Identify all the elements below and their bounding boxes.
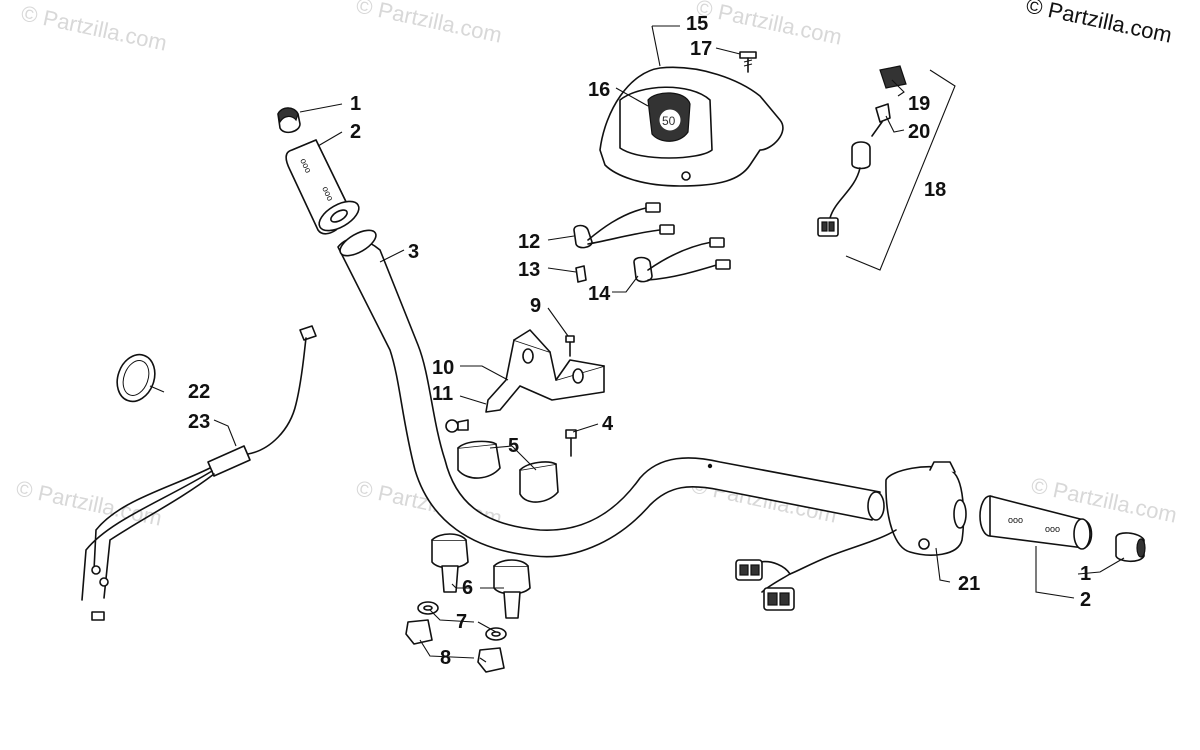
nut-left[interactable] — [405, 619, 433, 645]
callout-3: 3 — [408, 241, 419, 263]
leader-lines — [149, 25, 1125, 663]
callout-labels: 1 2 3 4 5 6 7 8 9 10 11 12 13 14 15 17 1… — [188, 13, 1091, 669]
callout-23: 23 — [188, 411, 210, 433]
riser-right[interactable] — [493, 559, 531, 619]
callout-17: 17 — [690, 38, 712, 60]
callout-20: 20 — [908, 121, 930, 143]
callout-22: 22 — [188, 381, 210, 403]
copyright-text: © Partzilla.com — [1024, 0, 1174, 48]
right-switch-housing[interactable] — [735, 461, 967, 611]
callout-2-right: 2 — [1080, 589, 1091, 611]
callout-10: 10 — [432, 357, 454, 379]
washer-left[interactable] — [417, 601, 439, 615]
svg-text:50: 50 — [662, 114, 676, 128]
callout-1-right: 1 — [1080, 563, 1091, 585]
callout-6: 6 — [462, 577, 473, 599]
clamp-bolt[interactable] — [565, 429, 577, 457]
callout-18: 18 — [924, 179, 946, 201]
switch-14[interactable] — [633, 237, 731, 283]
callout-13: 13 — [518, 259, 540, 281]
callout-9: 9 — [530, 295, 541, 317]
callout-15: 15 — [686, 13, 708, 35]
svg-text:ooo: ooo — [1008, 515, 1023, 525]
nut-right[interactable] — [477, 647, 505, 673]
left-grip[interactable]: ooo ooo — [285, 139, 363, 237]
switch-13[interactable] — [575, 265, 587, 283]
bracket-rivet[interactable] — [445, 419, 469, 433]
cover-screw[interactable] — [739, 51, 757, 73]
callout-2: 2 — [350, 121, 361, 143]
callout-12: 12 — [518, 231, 540, 253]
watermark: © Partzilla.com — [19, 0, 169, 55]
cable-clamp[interactable] — [111, 349, 161, 406]
callout-5: 5 — [508, 435, 519, 457]
switch-bracket[interactable] — [485, 329, 605, 413]
watermark: © Partzilla.com — [694, 0, 844, 50]
washer-right[interactable] — [485, 627, 507, 641]
svg-text:ooo: ooo — [1045, 524, 1060, 534]
callout-11: 11 — [432, 383, 453, 405]
callout-4: 4 — [602, 413, 614, 435]
watermark: © Partzilla.com — [354, 0, 504, 48]
clamp-cap-right[interactable] — [519, 461, 559, 503]
callout-21: 21 — [958, 573, 980, 595]
callout-7: 7 — [456, 611, 467, 633]
callout-1: 1 — [350, 93, 361, 115]
handlebar[interactable] — [336, 225, 885, 558]
callout-19: 19 — [908, 93, 930, 115]
right-grip[interactable]: ooo ooo — [979, 495, 1093, 550]
callout-16: 16 — [588, 79, 610, 101]
watermark: © Partzilla.com — [14, 475, 164, 530]
left-grip-end-cap[interactable] — [277, 107, 301, 134]
bracket-screw[interactable] — [565, 335, 575, 357]
ignition-key-switch[interactable] — [817, 65, 956, 271]
right-grip-end-cap[interactable] — [1115, 532, 1146, 563]
throttle-cable[interactable] — [81, 325, 317, 621]
callout-8: 8 — [440, 647, 451, 669]
handlebar-cover[interactable]: 50 — [599, 66, 784, 187]
callout-14: 14 — [588, 283, 611, 305]
clamp-cap-left[interactable] — [457, 440, 501, 479]
switch-12[interactable] — [573, 202, 675, 249]
